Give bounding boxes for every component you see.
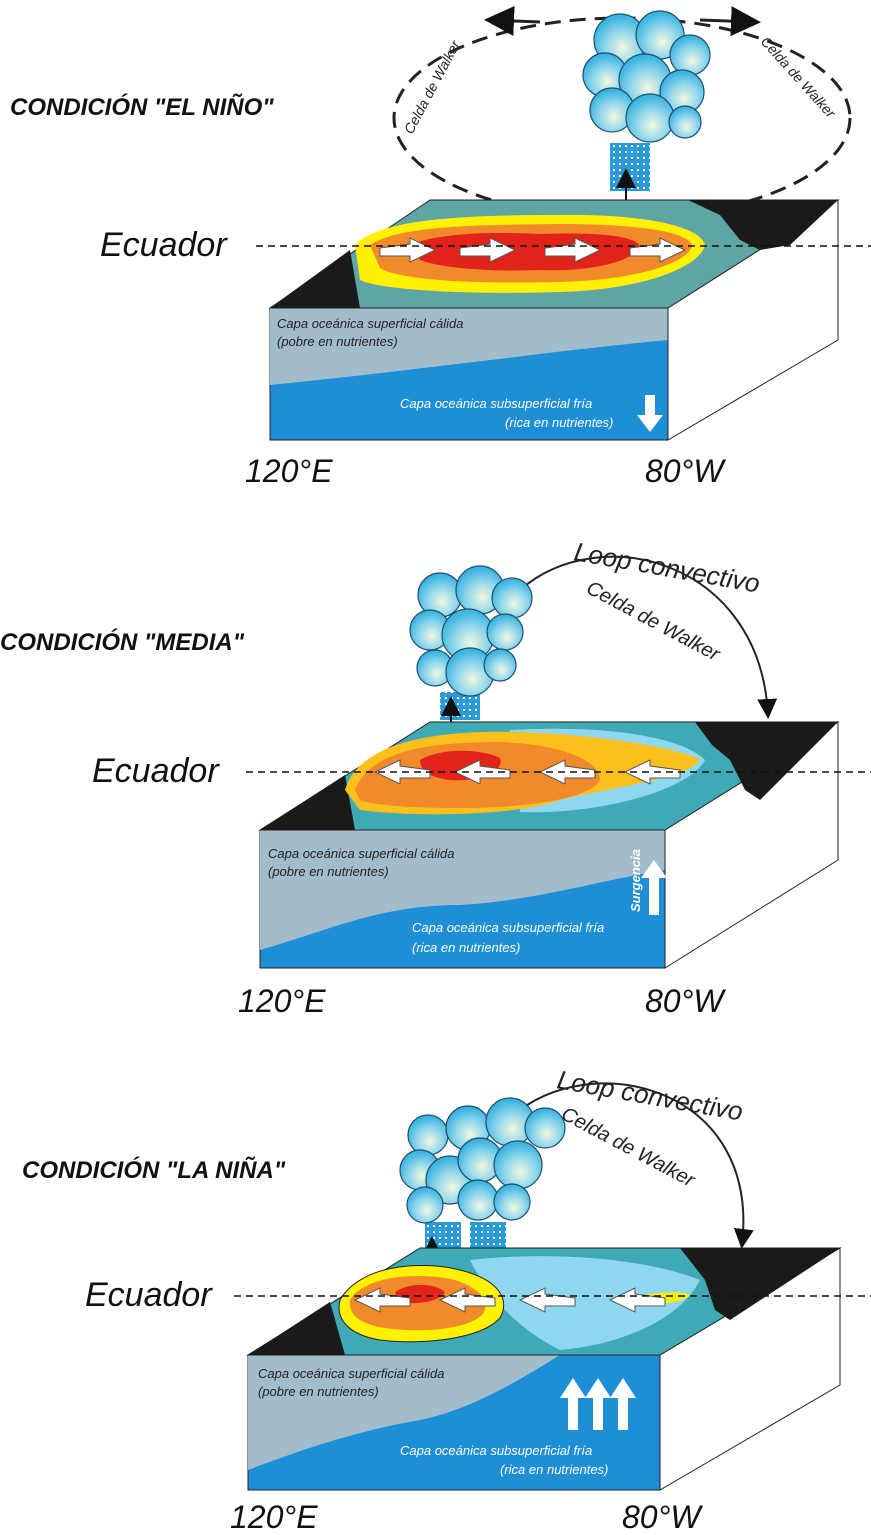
walker-loop-arc [519,555,778,719]
walker-label: Celda de Walker [583,577,725,666]
lon-west-label: 120°E [230,1499,318,1535]
convective-cloud [409,565,533,728]
rain-column [470,1222,506,1250]
upwelling-label: Surgencia [628,849,643,912]
warm-layer-note: (pobre en nutrientes) [258,1384,379,1399]
cold-layer-label: Capa oceánica subsuperficial fría [400,396,592,411]
cold-layer-note: (rica en nutrientes) [412,940,520,955]
panel-title: CONDICIÓN "MEDIA" [0,628,245,656]
warm-layer-label: Capa oceánica superficial cálida [258,1366,444,1381]
cold-layer-note: (rica en nutrientes) [505,415,613,430]
warm-layer-note: (pobre en nutrientes) [268,864,389,879]
walker-loop-arc [519,1082,754,1249]
cold-layer-note: (rica en nutrientes) [500,1462,608,1477]
cold-layer-label: Capa oceánica subsuperficial fría [400,1443,592,1458]
upwelling-arrows [560,1378,636,1430]
lon-east-label: 80°W [622,1499,703,1535]
lon-west-label: 120°E [245,453,333,489]
walker-label: Celda de Walker [558,1103,700,1192]
equator-label: Ecuador [85,1276,213,1314]
walker-label-left: Celda de Walker [401,37,464,137]
sst-orange [349,1276,486,1331]
upwelling-arrow [641,860,667,915]
warm-layer-note: (pobre en nutrientes) [277,334,398,349]
panel-el-nino: Celda de Walker Celda de Walker [10,5,871,489]
walker-label-right: Celda de Walker [758,33,840,121]
cold-layer-label: Capa oceánica subsuperficial fría [412,920,604,935]
walker-arrow-left [484,5,541,36]
ocean-box: Surgencia [258,721,840,969]
warm-layer-label: Capa oceánica superficial cálida [277,316,463,331]
equator-label: Ecuador [100,226,228,264]
warm-layer-label: Capa oceánica superficial cálida [268,846,454,861]
rain-column [610,143,650,191]
ocean-box [246,1247,842,1491]
equator-label: Ecuador [92,752,220,790]
convective-cloud [399,1097,566,1262]
panel-la-nina: Loop convectivo Celda de Walker [22,1064,871,1535]
ocean-box [268,199,840,441]
lon-west-label: 120°E [238,983,326,1019]
panel-title: CONDICIÓN "EL NIÑO" [10,93,274,121]
lon-east-label: 80°W [645,453,726,489]
walker-arrow-right [699,6,761,37]
wind-arrows-east [379,237,687,263]
panel-title: CONDICIÓN "LA NIÑA" [22,1156,286,1184]
wind-arrows-west [353,1287,666,1313]
panel-media: Loop convectivo Celda de Walker [0,536,871,1019]
lon-east-label: 80°W [645,983,726,1019]
downwelling-arrow [637,395,663,432]
rain-column [425,1222,461,1250]
convective-cloud [582,10,711,200]
